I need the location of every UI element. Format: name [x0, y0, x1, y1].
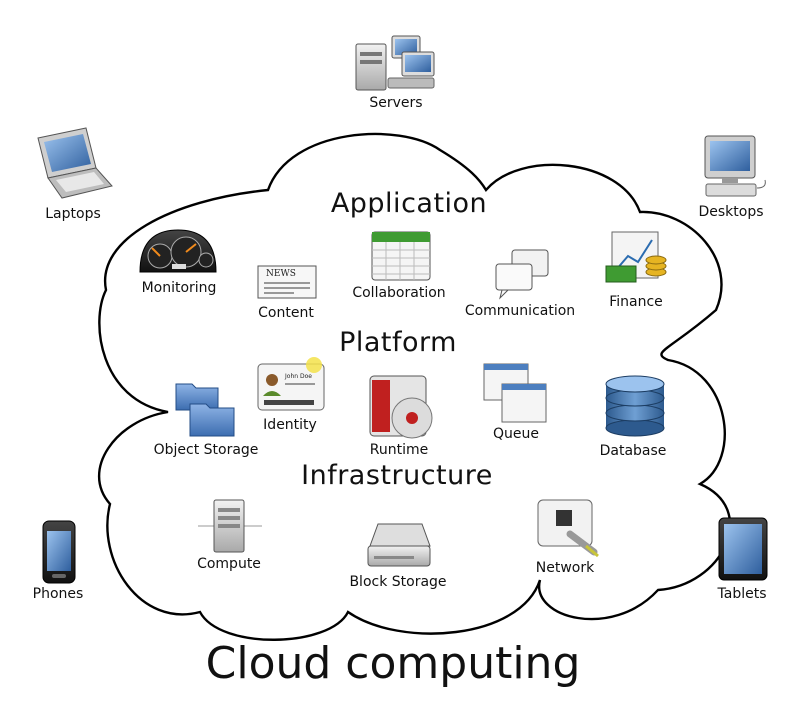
- folders-icon: [175, 383, 235, 437]
- platform-label-runtime: Runtime: [369, 442, 429, 458]
- device-label-phones: Phones: [32, 586, 84, 602]
- calendar-icon: [371, 231, 431, 281]
- infra-label-block-storage: Block Storage: [349, 574, 447, 590]
- identity-card-icon: John Doe: [257, 357, 325, 411]
- servers-icon: [355, 35, 435, 91]
- database-icon: [605, 375, 665, 437]
- device-label-desktops: Desktops: [698, 204, 764, 220]
- app-label-collaboration: Collaboration: [352, 285, 446, 301]
- queue-icon: [483, 363, 547, 423]
- device-label-tablets: Tablets: [717, 586, 767, 602]
- app-label-monitoring: Monitoring: [141, 280, 217, 296]
- laptops-icon: [37, 127, 113, 199]
- section-platform: Platform: [339, 327, 457, 358]
- compute-icon: [198, 499, 262, 553]
- device-label-servers: Servers: [369, 95, 423, 111]
- app-label-communication: Communication: [464, 303, 576, 319]
- network-icon: [537, 499, 599, 558]
- newspaper-icon: NEWS: [257, 265, 317, 299]
- identity-card-name: John Doe: [284, 373, 312, 380]
- runtime-icon: [369, 375, 433, 439]
- platform-label-database: Database: [599, 443, 667, 459]
- device-label-laptops: Laptops: [45, 206, 101, 222]
- platform-label-object-storage: Object Storage: [153, 442, 259, 458]
- section-infrastructure: Infrastructure: [301, 460, 493, 491]
- infra-label-compute: Compute: [197, 556, 261, 572]
- infra-label-network: Network: [535, 560, 595, 576]
- section-application: Application: [330, 188, 488, 219]
- app-label-content: Content: [258, 305, 314, 321]
- phones-icon: [42, 520, 76, 584]
- desktops-icon: [704, 135, 766, 197]
- finance-icon: [605, 231, 667, 283]
- tablets-icon: [718, 517, 768, 581]
- app-label-finance: Finance: [609, 294, 663, 310]
- platform-label-queue: Queue: [493, 426, 539, 442]
- speech-bubbles-icon: [495, 249, 549, 300]
- page-title: Cloud computing: [205, 638, 581, 689]
- newspaper-heading: NEWS: [266, 269, 296, 279]
- platform-label-identity: Identity: [263, 417, 317, 433]
- monitoring-icon: [139, 229, 217, 273]
- hard-drive-icon: [367, 523, 431, 567]
